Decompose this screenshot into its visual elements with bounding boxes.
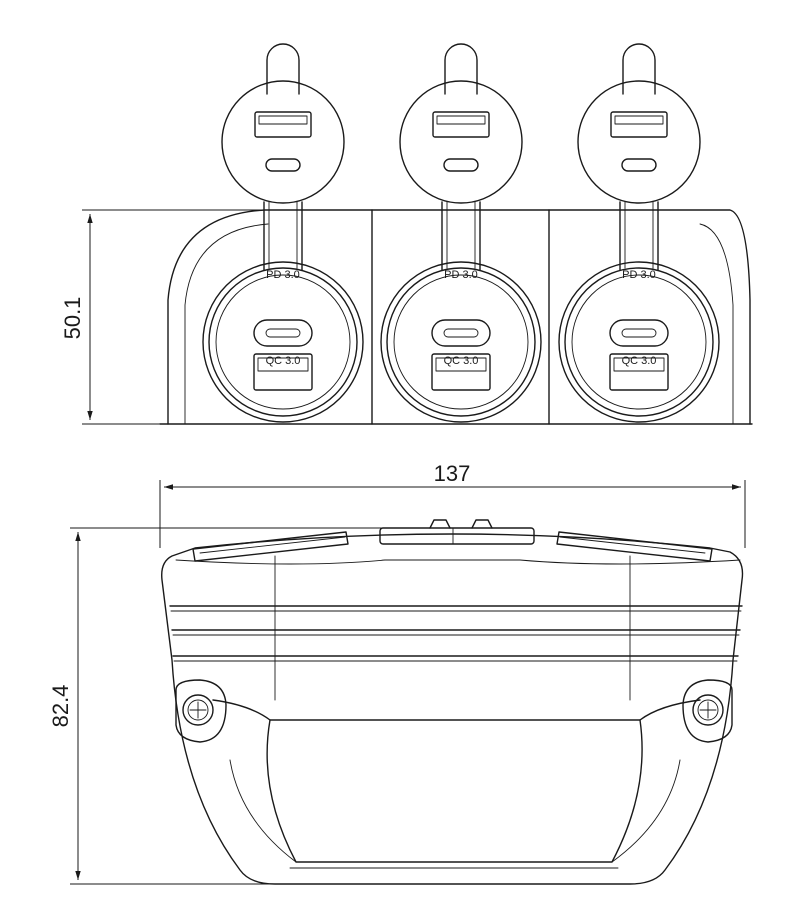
socket-2-pd-label: PD 3.0 <box>444 269 478 281</box>
socket-2-qc-label: QC 3.0 <box>444 355 479 367</box>
mount-hole-left <box>175 679 227 743</box>
height-value: 50.1 <box>60 297 85 340</box>
front-view: PD 3.0 QC 3.0 PD 3.0 QC 3.0 PD 3.0 QC 3.… <box>60 43 753 425</box>
width-value: 137 <box>434 461 471 486</box>
socket-1-pd-label: PD 3.0 <box>266 269 300 281</box>
depth-dimension: 82.4 <box>48 527 430 885</box>
mount-hole-right <box>682 679 733 743</box>
socket-3-qc-label: QC 3.0 <box>622 355 657 367</box>
width-dimension: 137 <box>159 461 746 548</box>
top-view: 137 82.4 <box>48 461 746 885</box>
socket-1-qc-label: QC 3.0 <box>266 355 301 367</box>
height-dimension: 50.1 <box>60 209 300 425</box>
depth-value: 82.4 <box>48 685 73 728</box>
socket-3-pd-label: PD 3.0 <box>622 269 656 281</box>
